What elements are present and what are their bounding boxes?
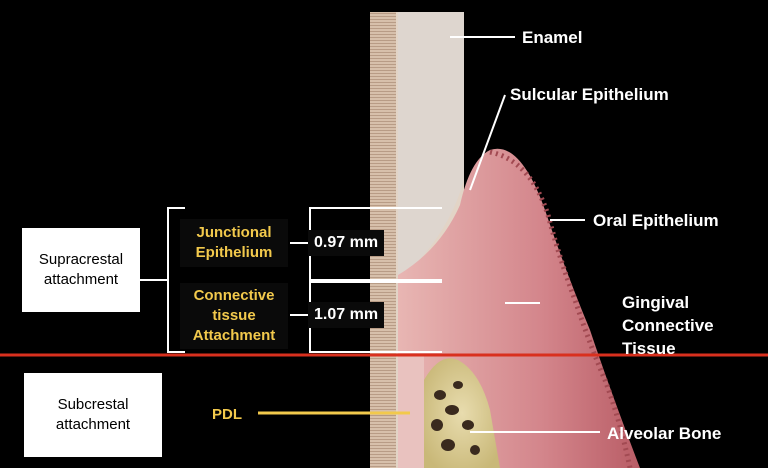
connective-tissue-attachment-label-box: Connective tissue Attachment (180, 283, 288, 349)
measurement-connective-box: 1.07 mm (308, 302, 385, 328)
label-enamel: Enamel (522, 28, 582, 47)
alveolar-bone (424, 358, 500, 468)
connective-tissue-attachment-label: Connective tissue Attachment (192, 286, 276, 345)
measurement-connective: 1.07 mm (314, 306, 379, 323)
label-tissue: Tissue (622, 339, 676, 358)
junctional-epithelium-label-box: Junctional Epithelium (180, 219, 288, 267)
label-sulcular-epithelium: Sulcular Epithelium (510, 85, 669, 104)
label-connective: Connective (622, 316, 714, 335)
supracrestal-label: Supracrestal attachment (38, 250, 124, 288)
label-alveolar-bone: Alveolar Bone (607, 424, 721, 443)
enamel-crown (398, 12, 464, 275)
measurement-junctional: 0.97 mm (314, 234, 379, 251)
label-gingival: Gingival (622, 293, 689, 312)
label-pdl: PDL (212, 406, 242, 423)
junctional-epithelium-label: Junctional Epithelium (195, 223, 273, 261)
label-oral-epithelium: Oral Epithelium (593, 211, 719, 230)
supracrestal-box: Supracrestal attachment (22, 228, 140, 312)
measurement-junctional-box: 0.97 mm (308, 230, 385, 256)
subcrestal-box: Subcrestal attachment (24, 373, 162, 457)
subcrestal-label: Subcrestal attachment (55, 395, 131, 433)
bone-trabeculae (431, 381, 480, 455)
